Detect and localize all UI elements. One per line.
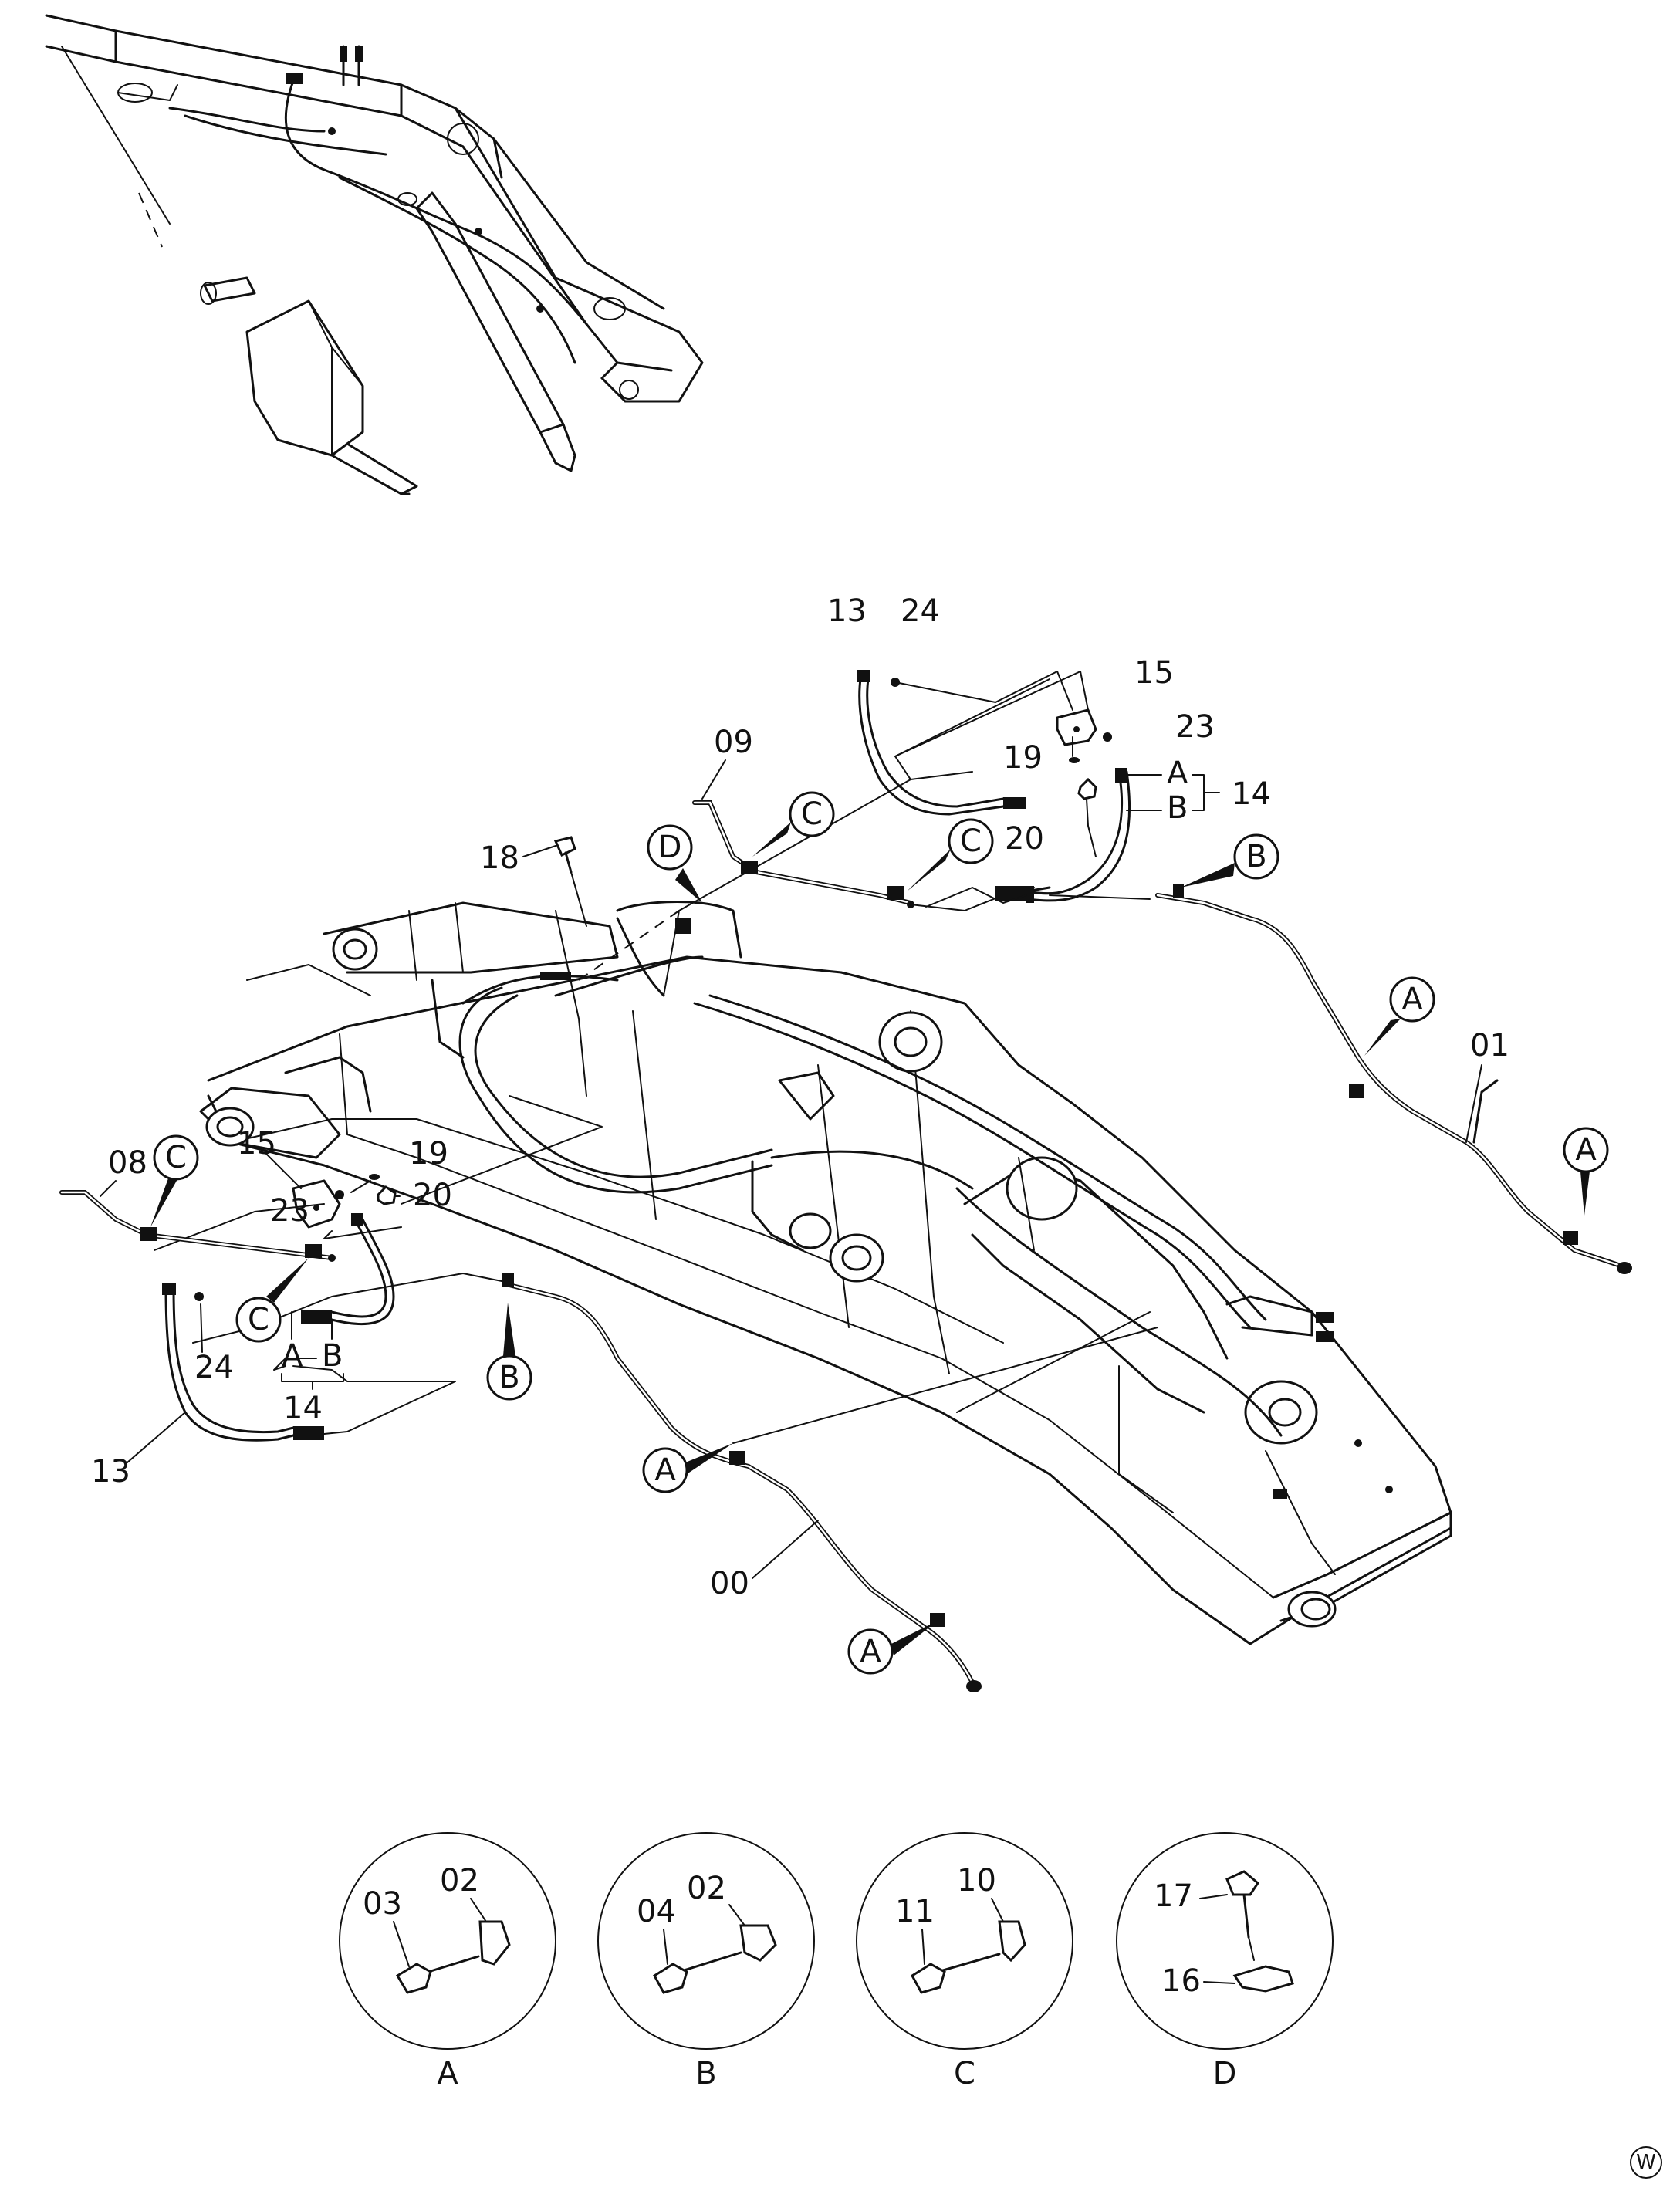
label-19-upper: 19 bbox=[1003, 740, 1043, 776]
detail-b-part-2: 02 bbox=[687, 1871, 726, 1906]
label-14-upper: 14 bbox=[1232, 776, 1271, 812]
detail-b-title: B bbox=[695, 2056, 716, 2091]
pipe-01 bbox=[1155, 884, 1632, 1274]
svg-text:B: B bbox=[499, 1360, 519, 1395]
bolt-18 bbox=[553, 836, 587, 927]
pipe-08 bbox=[59, 1190, 336, 1262]
detail-d-title: D bbox=[1213, 2056, 1237, 2091]
detail-a-part-1: 03 bbox=[363, 1886, 402, 1922]
corner-mark: W bbox=[1630, 2146, 1662, 2179]
svg-text:A: A bbox=[860, 1634, 881, 1669]
hose-end-b-upper: B bbox=[1167, 790, 1188, 826]
bracket-14-upper bbox=[1126, 774, 1220, 811]
callout-c-upper-left: C bbox=[752, 791, 835, 857]
label-14-lower: 14 bbox=[283, 1391, 323, 1426]
svg-text:W: W bbox=[1636, 2151, 1656, 2174]
callout-a-upper-mid: A bbox=[1364, 976, 1435, 1056]
svg-text:C: C bbox=[801, 796, 823, 832]
overview-attachment-drawing bbox=[45, 14, 704, 495]
callout-markers: D C C B A A bbox=[150, 791, 1609, 1675]
label-13-lower: 13 bbox=[91, 1454, 130, 1489]
hose-end-a-lower: A bbox=[282, 1338, 303, 1374]
svg-text:D: D bbox=[658, 830, 682, 865]
svg-text:C: C bbox=[248, 1302, 269, 1337]
label-08: 08 bbox=[108, 1145, 147, 1181]
detail-c-part-1: 11 bbox=[895, 1894, 935, 1929]
label-20-upper: 20 bbox=[1005, 821, 1044, 857]
detail-a-title: A bbox=[437, 2056, 458, 2091]
pipe-00 bbox=[502, 1273, 982, 1692]
callout-b-lower: B bbox=[486, 1303, 532, 1401]
callout-b-upper: B bbox=[1181, 833, 1279, 888]
label-09: 09 bbox=[714, 725, 753, 760]
label-13-upper: 13 bbox=[827, 593, 867, 629]
label-18: 18 bbox=[480, 840, 519, 876]
detail-view-a: 03 02 A bbox=[339, 1832, 556, 2091]
label-23-lower: 23 bbox=[270, 1193, 309, 1229]
svg-text:A: A bbox=[654, 1452, 676, 1488]
callout-a-lower-mid: A bbox=[642, 1443, 733, 1493]
callout-c-lower-upper: C bbox=[150, 1134, 199, 1227]
label-15-lower: 15 bbox=[237, 1126, 276, 1161]
svg-text:A: A bbox=[1401, 982, 1423, 1017]
detail-b-part-1: 04 bbox=[637, 1894, 676, 1929]
bracket-14-lower bbox=[281, 1311, 344, 1390]
assembly-leader-lines bbox=[154, 671, 1158, 1444]
detail-c-part-2: 10 bbox=[957, 1863, 996, 1899]
callout-a-lower-end: A bbox=[847, 1621, 938, 1675]
boom-body-drawing bbox=[199, 901, 1452, 1645]
hose-end-a-upper: A bbox=[1167, 756, 1188, 791]
detail-a-part-2: 02 bbox=[440, 1863, 479, 1899]
detail-view-b: 04 02 B bbox=[597, 1832, 815, 2091]
callout-a-upper-end: A bbox=[1563, 1127, 1609, 1216]
detail-view-c: 11 10 C bbox=[856, 1832, 1073, 2091]
label-01: 01 bbox=[1470, 1028, 1509, 1063]
label-15-upper: 15 bbox=[1134, 655, 1174, 691]
svg-text:A: A bbox=[1575, 1132, 1597, 1168]
label-00: 00 bbox=[710, 1566, 749, 1601]
upper-hose-assembly bbox=[857, 670, 1151, 908]
detail-d-part-2: 16 bbox=[1161, 1963, 1201, 1999]
callout-c-upper-right: C bbox=[907, 818, 994, 891]
hose-end-b-lower: B bbox=[322, 1338, 343, 1374]
label-24-upper: 24 bbox=[901, 593, 940, 629]
label-19-lower: 19 bbox=[409, 1136, 448, 1172]
label-20-lower: 20 bbox=[413, 1178, 452, 1213]
detail-d-part-1: 17 bbox=[1154, 1878, 1193, 1914]
label-23-upper: 23 bbox=[1175, 709, 1215, 745]
svg-text:C: C bbox=[960, 823, 982, 859]
part-labels: 13 24 15 23 19 20 A B 14 09 18 01 08 15 … bbox=[91, 593, 1509, 1601]
detail-c-title: C bbox=[954, 2056, 975, 2091]
svg-text:B: B bbox=[1246, 839, 1266, 874]
callout-d: D bbox=[647, 824, 702, 903]
detail-view-d: 17 16 D bbox=[1116, 1832, 1334, 2091]
svg-text:C: C bbox=[165, 1140, 187, 1175]
callout-c-lower-lower: C bbox=[235, 1258, 309, 1343]
lower-hose-assembly bbox=[162, 1174, 456, 1442]
label-24-lower: 24 bbox=[194, 1350, 234, 1385]
